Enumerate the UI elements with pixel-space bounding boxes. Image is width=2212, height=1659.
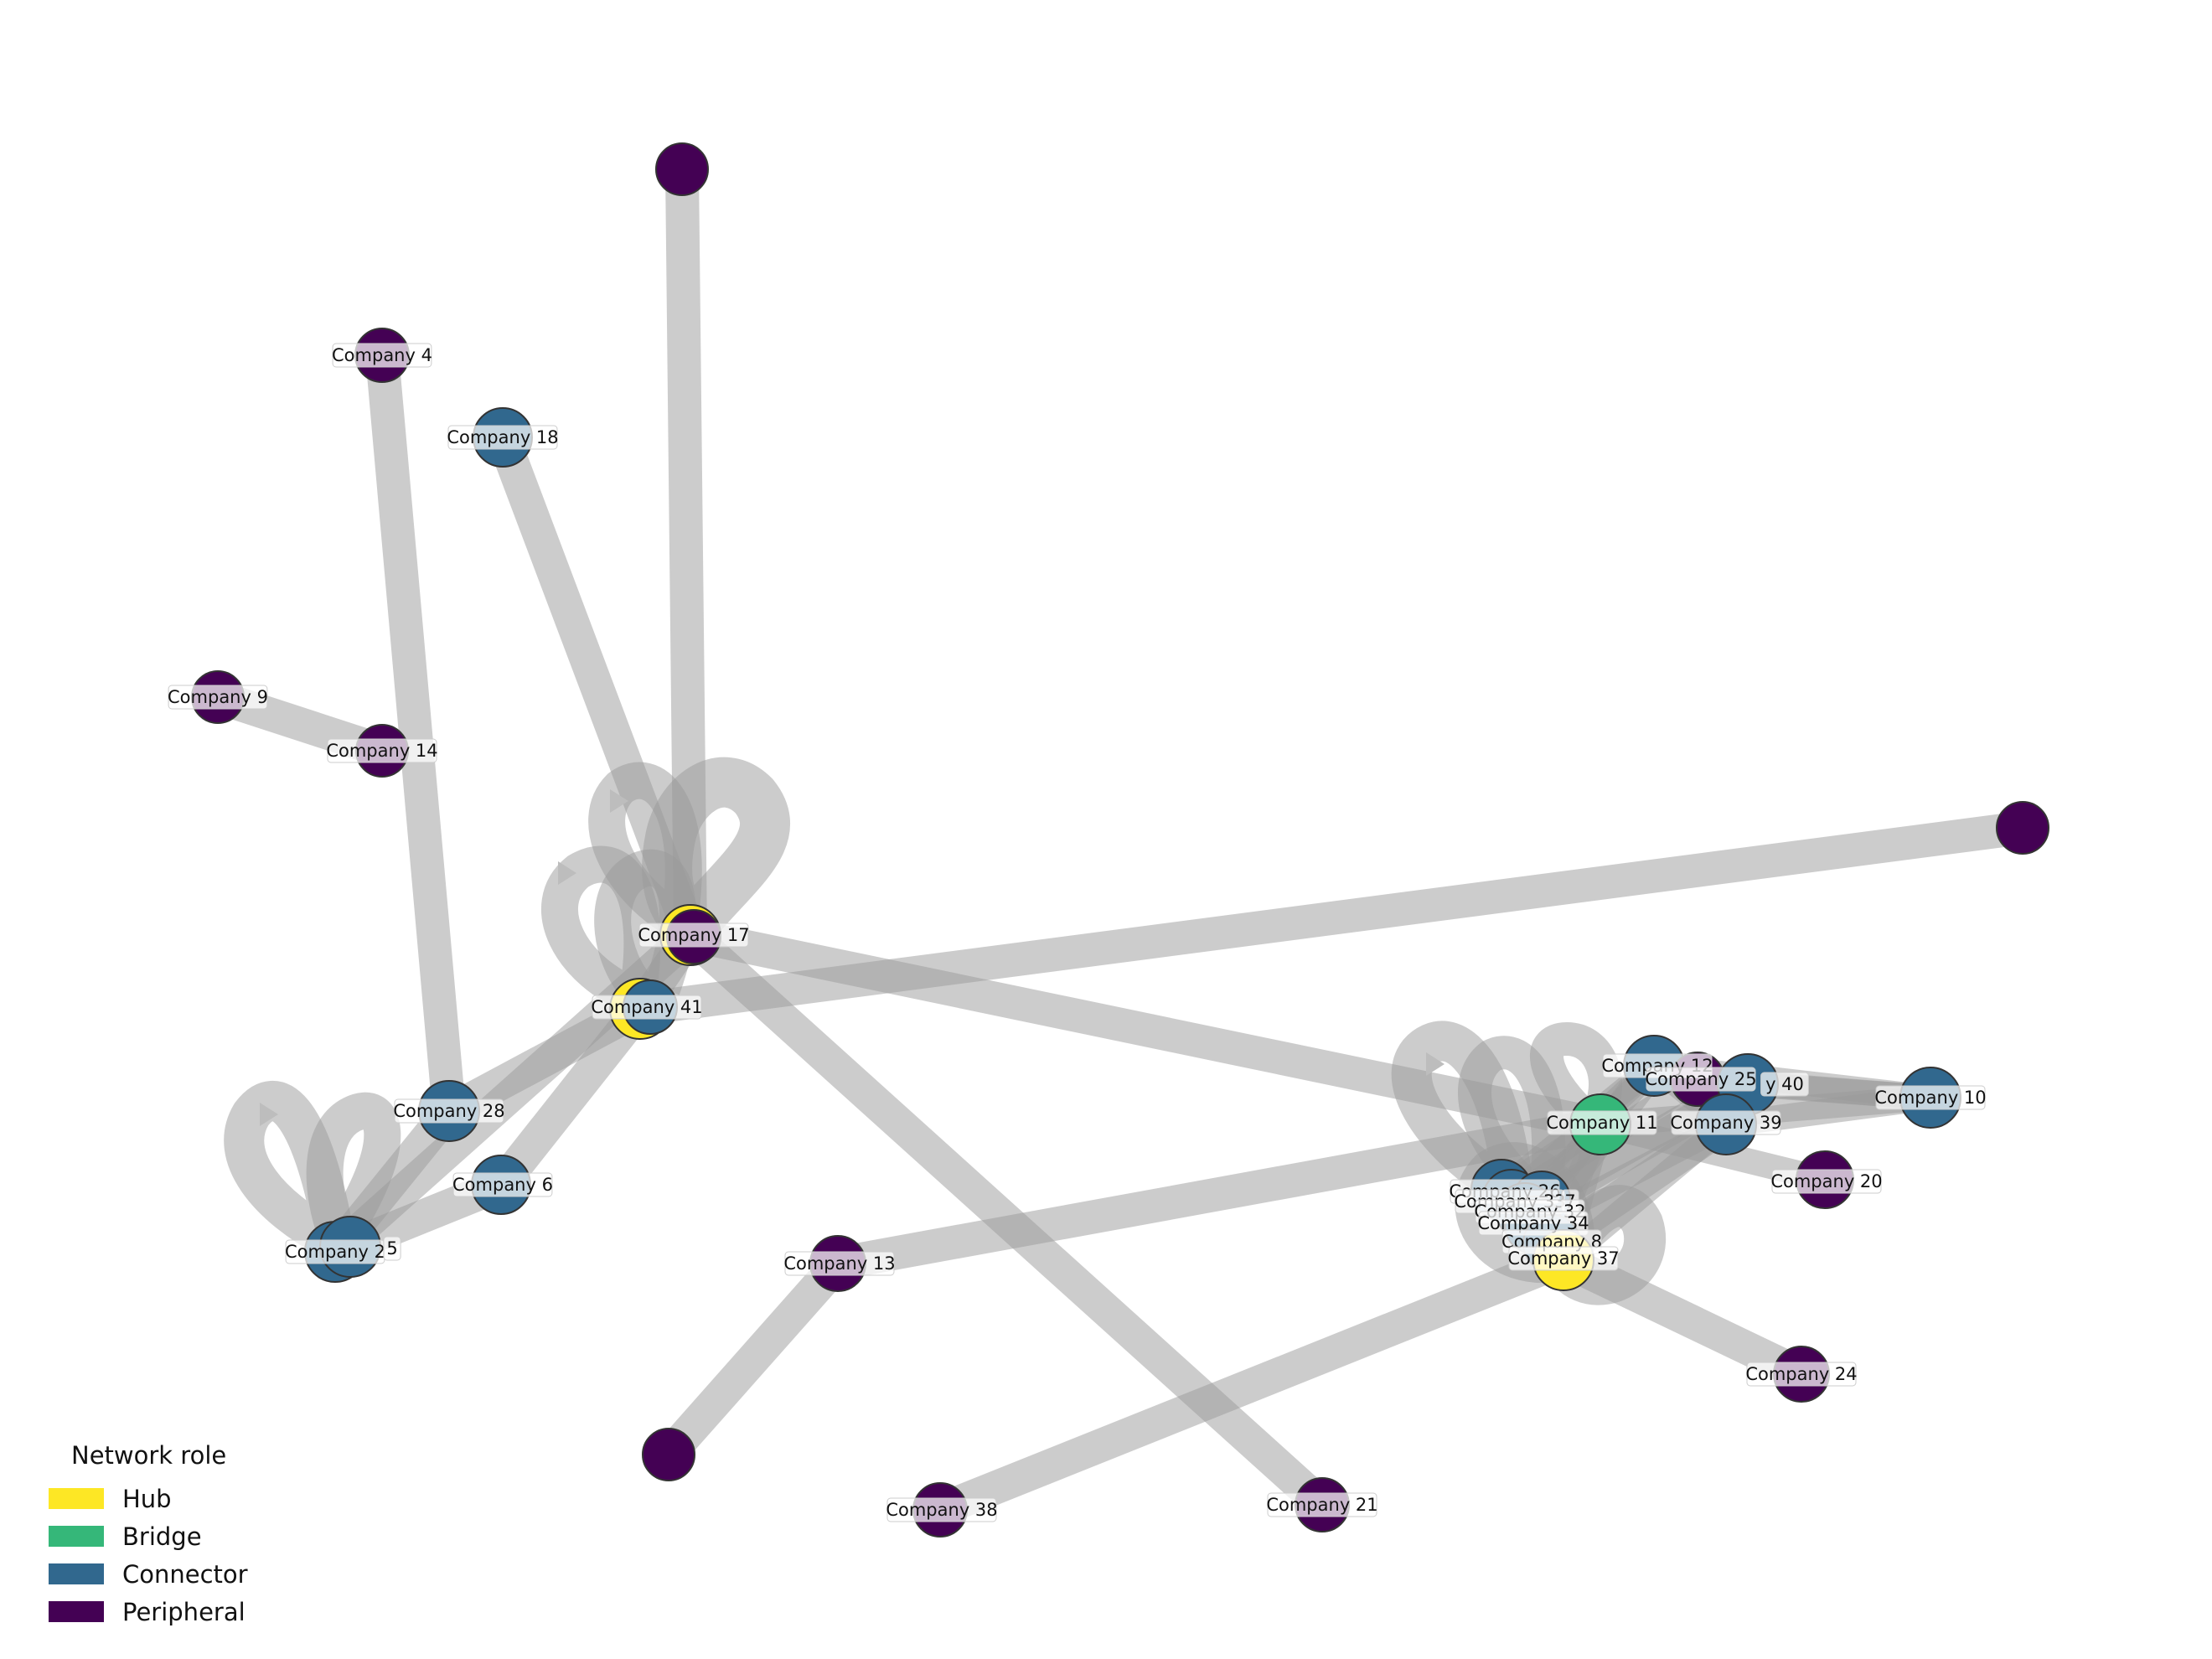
- legend-label-bridge: Bridge: [122, 1522, 202, 1551]
- loop-c17-a-arrow-icon: [610, 789, 628, 813]
- legend-label-connector: Connector: [122, 1559, 248, 1589]
- legend-item-peripheral: Peripheral: [49, 1593, 300, 1631]
- legend-swatch-hub: [49, 1488, 104, 1509]
- svg-text:Company 9: Company 9: [168, 687, 268, 707]
- node-bottom: [642, 1428, 695, 1481]
- legend-swatch-bridge: [49, 1526, 104, 1547]
- svg-text:Company 21: Company 21: [1266, 1495, 1377, 1515]
- svg-text:Company 17: Company 17: [638, 925, 749, 945]
- node-label-c25: Company 25: [1645, 1067, 1757, 1092]
- node-label-c37: Company 37: [1507, 1246, 1620, 1271]
- legend-swatch-connector: [49, 1563, 104, 1584]
- svg-text:Company 38: Company 38: [886, 1500, 997, 1520]
- legend-item-bridge: Bridge: [49, 1517, 300, 1555]
- svg-text:Company 18: Company 18: [447, 427, 558, 447]
- legend-item-hub: Hub: [49, 1480, 300, 1517]
- edge-c4-c28: [365, 339, 466, 1128]
- svg-text:Company 37: Company 37: [1507, 1248, 1619, 1269]
- node-label-c6: Company 6: [452, 1172, 553, 1197]
- loop-c2-a-arrow-icon: [260, 1103, 278, 1126]
- svg-text:Company 39: Company 39: [1670, 1113, 1781, 1133]
- svg-text:Company 4: Company 4: [332, 345, 432, 365]
- svg-text:y 40: y 40: [1765, 1074, 1804, 1094]
- node-label-c11: Company 11: [1546, 1110, 1658, 1135]
- legend-title: Network role: [71, 1441, 227, 1470]
- loop-cluster-e: [1546, 1185, 1667, 1305]
- svg-text:Company 20: Company 20: [1770, 1171, 1882, 1191]
- node-label-c28: Company 28: [393, 1098, 505, 1124]
- node-top: [655, 142, 709, 196]
- edge-c13-bottom: [652, 1247, 855, 1471]
- node-label-c21: Company 21: [1266, 1492, 1378, 1517]
- legend: Network role Hub Bridge Connector Periph…: [49, 1441, 300, 1631]
- node-label-c10: Company 10: [1874, 1085, 1987, 1110]
- node-label-c38: Company 38: [886, 1497, 998, 1522]
- svg-text:Company 2: Company 2: [285, 1242, 385, 1262]
- node-label-c40: y 40: [1760, 1072, 1809, 1097]
- loop-c41-a: [541, 845, 661, 1015]
- svg-text:5: 5: [386, 1238, 397, 1258]
- node-label-c20: Company 20: [1770, 1169, 1883, 1194]
- node-label-c9: Company 9: [168, 685, 268, 710]
- node-label-c41: Company 41: [591, 995, 703, 1020]
- edge-c38-c37: [923, 1243, 1580, 1527]
- loop-cluster-a: [1391, 1021, 1532, 1207]
- svg-text:Company 10: Company 10: [1874, 1088, 1986, 1108]
- svg-text:Company 6: Company 6: [452, 1175, 553, 1195]
- node-label-c4: Company 4: [332, 343, 432, 368]
- loop-c41-a-arrow-icon: [558, 861, 576, 885]
- edge-c41-right: [623, 811, 2039, 1026]
- svg-text:Company 24: Company 24: [1745, 1364, 1857, 1384]
- svg-text:Company 11: Company 11: [1546, 1113, 1657, 1133]
- node-label-c2: Company 2: [285, 1239, 385, 1264]
- svg-text:Company 13: Company 13: [783, 1253, 895, 1274]
- label-layer: Company 17 Company 41 Company 4 Company 18 C…: [168, 343, 1987, 1522]
- svg-text:Company 25: Company 25: [1645, 1069, 1756, 1089]
- node-label-c14: Company 14: [326, 738, 438, 763]
- loop-c2-b: [306, 1092, 401, 1248]
- node-label-c18: Company 18: [447, 425, 559, 450]
- node-label-c39: Company 39: [1670, 1110, 1782, 1135]
- edge-layer: [201, 152, 2039, 1527]
- node-label-c13: Company 13: [783, 1251, 896, 1276]
- legend-item-connector: Connector: [49, 1555, 300, 1593]
- node-label-c17: Company 17: [638, 923, 750, 948]
- node-label-c24: Company 24: [1745, 1362, 1858, 1387]
- legend-swatch-peripheral: [49, 1601, 104, 1622]
- node-label-c34: Company 34: [1477, 1211, 1589, 1236]
- node-right: [1996, 801, 2049, 855]
- legend-label-hub: Hub: [122, 1484, 172, 1513]
- svg-text:Company 41: Company 41: [591, 997, 702, 1017]
- edge-c41-c6: [484, 992, 657, 1202]
- svg-text:Company 28: Company 28: [393, 1101, 504, 1121]
- legend-label-peripheral: Peripheral: [122, 1597, 245, 1626]
- loop-cluster-a-arrow-icon: [1426, 1052, 1445, 1076]
- loop-cluster-d: [1530, 1021, 1622, 1136]
- svg-text:Company 14: Company 14: [326, 741, 437, 761]
- node-label-c5: 5: [383, 1236, 401, 1261]
